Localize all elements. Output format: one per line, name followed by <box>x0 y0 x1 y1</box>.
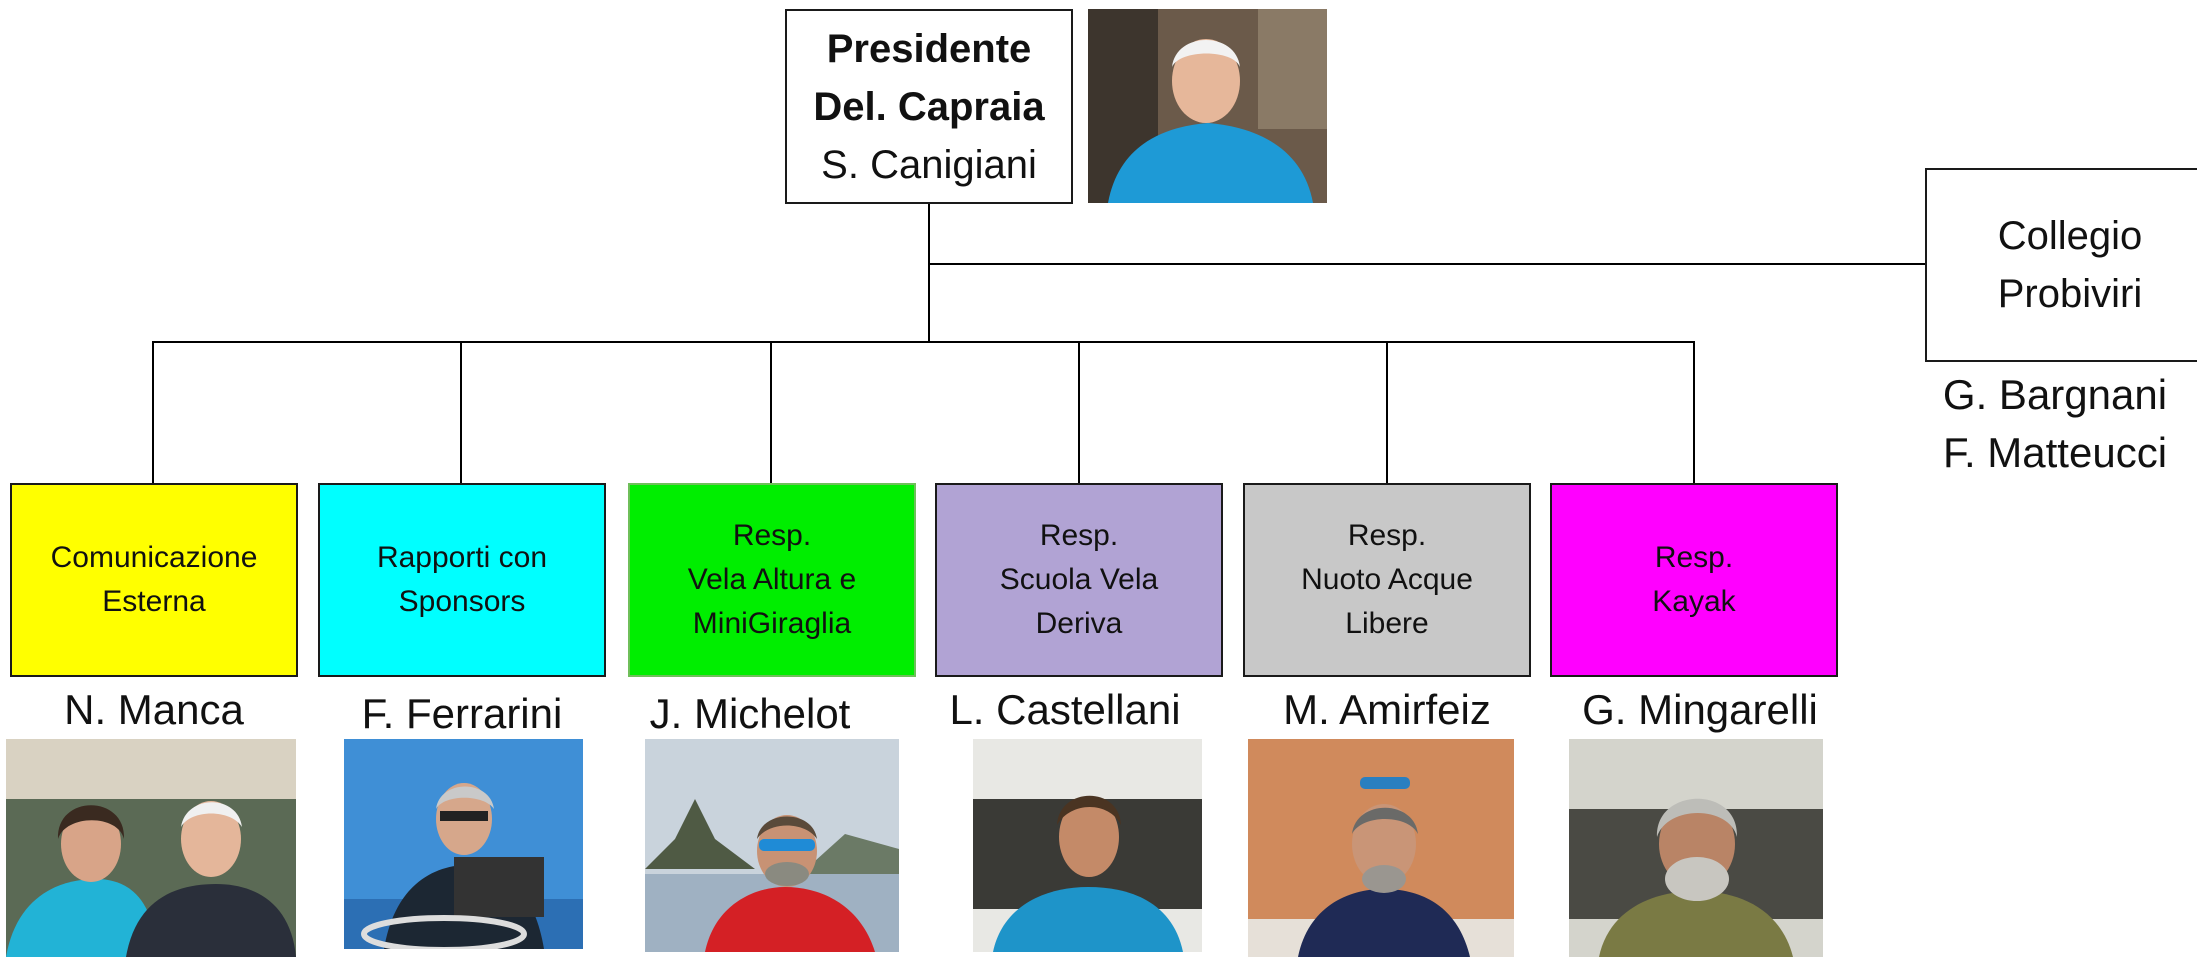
unit-label-line: Rapporti con <box>376 541 548 574</box>
unit-box-vela-altura: Resp. Vela Altura e MiniGiraglia <box>628 483 916 677</box>
collegio-members: G. Bargnani F. Matteucci <box>1930 366 2180 482</box>
unit-box-kayak: Resp. Kayak <box>1550 483 1838 677</box>
unit-photo-kayak <box>1569 739 1823 957</box>
president-box: Presidente Del. Capraia S. Canigiani <box>785 9 1073 204</box>
unit-label-line: Comunicazione <box>50 541 258 574</box>
unit-person-name: G. Mingarelli <box>1582 686 1818 733</box>
unit-label-line: Deriva <box>1035 607 1123 640</box>
unit-label-line: Resp. <box>1039 519 1119 552</box>
connector-drop-1 <box>152 341 154 484</box>
unit-label-line: Resp. <box>1654 541 1734 574</box>
collegio-member-1: G. Bargnani <box>1942 371 2168 418</box>
connector-drop-2 <box>460 341 462 484</box>
unit-photo-scuola-vela <box>973 739 1202 952</box>
unit-label-line: Resp. <box>1347 519 1427 552</box>
unit-photo-rapporti-sponsors <box>344 739 583 949</box>
unit-label-line: Nuoto Acque <box>1301 563 1473 596</box>
connector-drop-3 <box>770 341 772 484</box>
unit-label-line: Libere <box>1345 607 1429 640</box>
unit-label-line: Resp. <box>732 519 812 552</box>
unit-box-scuola-vela: Resp. Scuola Vela Deriva <box>935 483 1223 677</box>
unit-box-nuoto-acque-libere: Resp. Nuoto Acque Libere <box>1243 483 1531 677</box>
collegio-line2: Probiviri <box>1997 272 2143 316</box>
connector-drop-5 <box>1386 341 1388 484</box>
president-name: S. Canigiani <box>821 142 1037 187</box>
unit-photo-nuoto-acque-libere <box>1248 739 1514 957</box>
unit-person-name: M. Amirfeiz <box>1283 686 1491 733</box>
connector-to-collegio <box>929 263 1926 265</box>
unit-photo-vela-altura <box>645 739 899 952</box>
unit-label-line: Kayak <box>1652 585 1736 618</box>
unit-photo-comunicazione <box>6 739 296 957</box>
unit-label-line: Esterna <box>102 585 206 618</box>
connector-horizontal-bus <box>152 341 1695 343</box>
connector-drop-6 <box>1693 341 1695 484</box>
president-photo <box>1088 9 1327 203</box>
collegio-line1: Collegio <box>1997 214 2143 258</box>
unit-person-name: N. Manca <box>64 686 244 733</box>
connector-drop-4 <box>1078 341 1080 484</box>
collegio-member-2: F. Matteucci <box>1942 429 2168 476</box>
president-title: Presidente <box>826 26 1032 71</box>
unit-box-rapporti-sponsors: Rapporti con Sponsors <box>318 483 606 677</box>
unit-box-comunicazione: Comunicazione Esterna <box>10 483 298 677</box>
unit-label-line: Sponsors <box>398 585 526 618</box>
unit-label-line: MiniGiraglia <box>692 607 852 640</box>
unit-person-name: L. Castellani <box>949 686 1181 733</box>
unit-person-name: J. Michelot <box>649 690 851 737</box>
unit-person-name: F. Ferrarini <box>361 690 563 737</box>
president-delegation: Del. Capraia <box>813 84 1045 129</box>
collegio-probiviri-box: Collegio Probiviri <box>1925 168 2197 362</box>
unit-label-line: Vela Altura e <box>687 563 857 596</box>
unit-label-line: Scuola Vela <box>999 563 1159 596</box>
connector-president-down <box>928 203 930 343</box>
